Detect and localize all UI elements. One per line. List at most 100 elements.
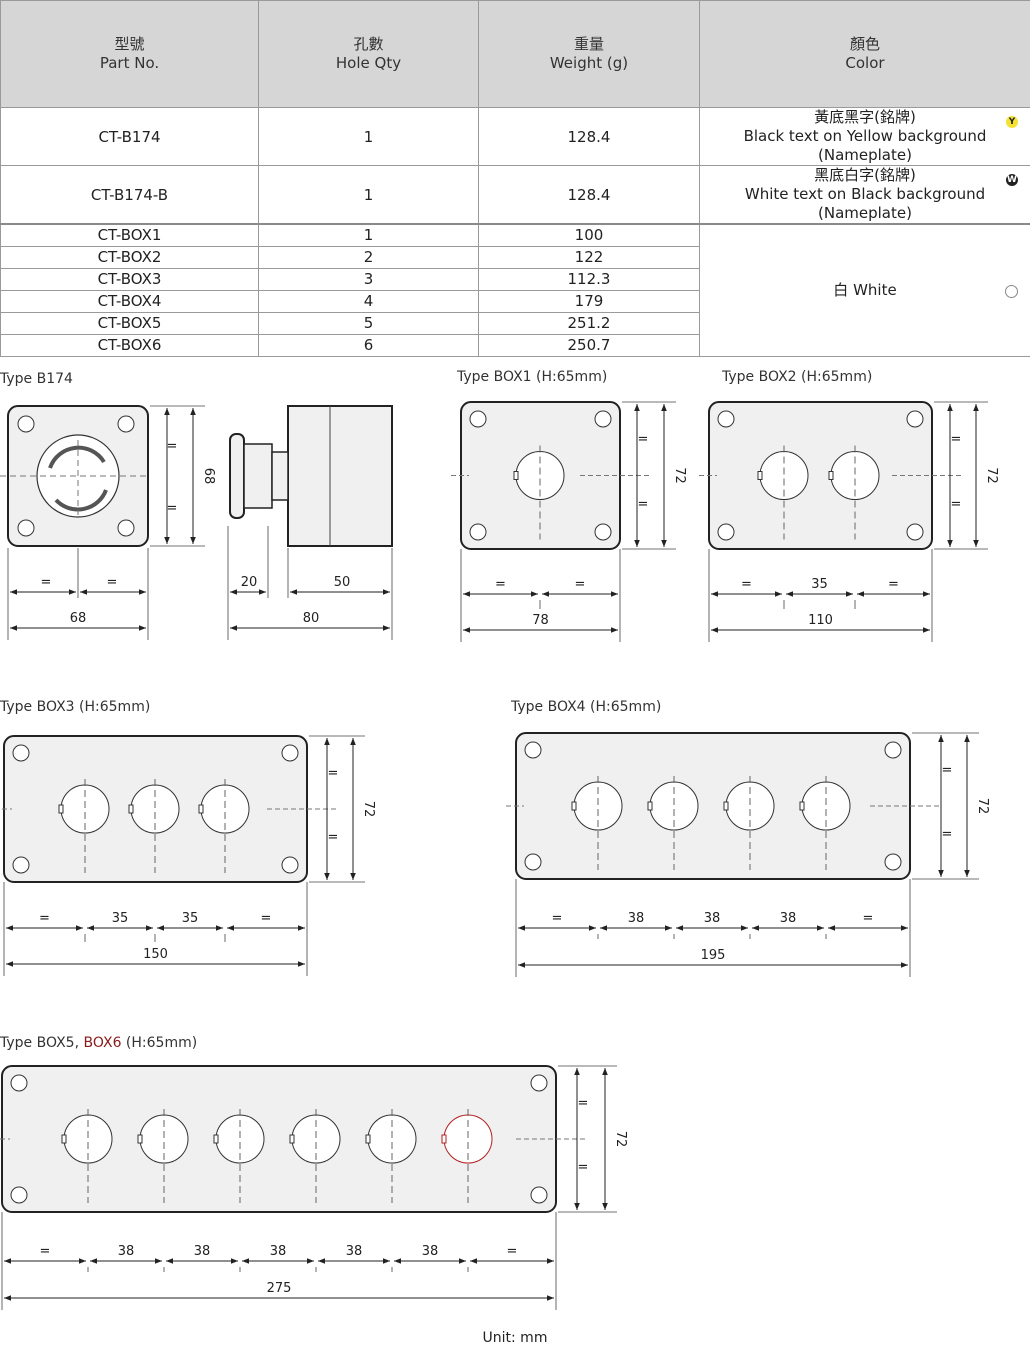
- dim-label-segment: 38: [118, 1244, 135, 1259]
- cell-holes: 1: [258, 165, 479, 225]
- dim-label-width: 68: [70, 611, 87, 626]
- dim-label-segment: 38: [346, 1244, 363, 1259]
- dim-label-total: 80: [303, 611, 320, 626]
- dim-label-segment: 38: [270, 1244, 287, 1259]
- dim-label-height: 72: [361, 801, 376, 818]
- hole-key-notch: [723, 801, 729, 811]
- dim-label-height: 72: [984, 467, 999, 484]
- mounting-hole: [469, 523, 487, 541]
- dim-label-height: 72: [672, 467, 687, 484]
- dim-label-eq: =: [167, 439, 178, 454]
- mounting-hole: [281, 856, 299, 874]
- black-badge-icon: W: [1006, 174, 1018, 186]
- cell-color-white: 白 White: [699, 223, 1030, 357]
- mounting-hole: [12, 856, 30, 874]
- dim-label-segment: 38: [704, 911, 721, 926]
- hole-key-notch: [198, 804, 204, 814]
- dim-label-height: 72: [975, 798, 990, 815]
- mounting-hole: [594, 410, 612, 428]
- mounting-hole: [12, 744, 30, 762]
- hole-key-notch: [213, 1134, 219, 1144]
- mounting-hole: [469, 410, 487, 428]
- dim-label-eq: =: [328, 830, 339, 845]
- dim-label-height: 72: [613, 1131, 628, 1148]
- cell-part: CT-BOX1: [0, 223, 259, 247]
- cell-part: CT-B174-B: [0, 165, 259, 225]
- rotate-arrow-icon: [54, 489, 108, 512]
- dim-label-segment: =: [495, 577, 506, 592]
- dim-label-segment: 38: [194, 1244, 211, 1259]
- drawing-title-box3: Type BOX3 (H:65mm): [0, 699, 150, 715]
- drawing-title-box4: Type BOX4 (H:65mm): [510, 699, 661, 715]
- hole-key-notch: [137, 1134, 143, 1144]
- dim-label-width: 150: [143, 947, 168, 962]
- box-plate-outline: [708, 401, 933, 550]
- mounting-hole: [530, 1074, 548, 1092]
- dim-label-segment: 35: [182, 911, 199, 926]
- hole-key-notch: [757, 471, 763, 480]
- mounting-hole: [10, 1186, 28, 1204]
- mounting-hole: [884, 853, 902, 871]
- mounting-hole: [906, 410, 924, 428]
- mounting-hole: [717, 523, 735, 541]
- mounting-hole: [594, 523, 612, 541]
- dim-label-segment: 38: [780, 911, 797, 926]
- dim-label-eq: =: [41, 575, 52, 590]
- hole-key-notch: [828, 471, 834, 480]
- mounting-hole: [117, 415, 135, 433]
- title-suffix: (H:65mm): [121, 1035, 197, 1051]
- dim-label-segment: 38: [422, 1244, 439, 1259]
- b174-side-stem: [243, 443, 273, 509]
- hole-key-notch: [58, 804, 64, 814]
- dim-label-eq: =: [638, 432, 649, 447]
- mounting-hole: [10, 1074, 28, 1092]
- cell-holes: 1: [258, 107, 479, 166]
- mounting-hole: [717, 410, 735, 428]
- dim-label-eq: =: [578, 1160, 589, 1175]
- dim-label-eq: =: [638, 497, 649, 512]
- dim-label-a: 20: [241, 575, 258, 590]
- dim-label-eq: =: [578, 1096, 589, 1111]
- white-circle-icon: [1005, 284, 1018, 298]
- dim-label-eq: =: [328, 766, 339, 781]
- dim-label-segment: 38: [628, 911, 645, 926]
- hole-key-notch: [647, 801, 653, 811]
- cell-weight: 128.4: [478, 107, 700, 166]
- table-row: CT-BOX1 1 100 白 White: [0, 223, 1030, 357]
- drawing-title-box1: Type BOX1 (H:65mm): [456, 369, 607, 385]
- hole-key-notch: [289, 1134, 295, 1144]
- dim-label-eq: =: [951, 497, 962, 512]
- dim-label-eq: =: [107, 575, 118, 590]
- mounting-hole: [524, 741, 542, 759]
- dim-label-eq: =: [942, 763, 953, 778]
- dim-label-segment: =: [863, 911, 874, 926]
- hole-key-notch: [128, 804, 134, 814]
- mounting-hole: [17, 519, 35, 537]
- unit-note: Unit: mm: [482, 1330, 548, 1346]
- cell-part: CT-BOX5: [0, 312, 259, 335]
- b174-side-cap: [229, 433, 245, 519]
- mounting-hole: [117, 519, 135, 537]
- cell-part: CT-BOX4: [0, 290, 259, 313]
- table-row: CT-BOX6 6 250.7: [0, 334, 1030, 357]
- dim-label-segment: =: [40, 1244, 51, 1259]
- table-row: CT-B174 1 128.4 黃底黑字(銘牌)Black text on Ye…: [0, 107, 1030, 166]
- cell-weight: 128.4: [478, 165, 700, 225]
- dim-label-width: 110: [808, 613, 833, 628]
- hole-key-notch: [365, 1134, 371, 1144]
- mounting-hole: [884, 741, 902, 759]
- dim-label-segment: =: [888, 577, 899, 592]
- mounting-hole: [281, 744, 299, 762]
- cell-weight: 250.7: [478, 334, 700, 357]
- dim-label-segment: 35: [112, 911, 129, 926]
- mounting-hole: [906, 523, 924, 541]
- mounting-hole: [524, 853, 542, 871]
- dim-label-segment: =: [741, 577, 752, 592]
- hole-key-notch: [571, 801, 577, 811]
- dim-label-width: 275: [267, 1281, 292, 1296]
